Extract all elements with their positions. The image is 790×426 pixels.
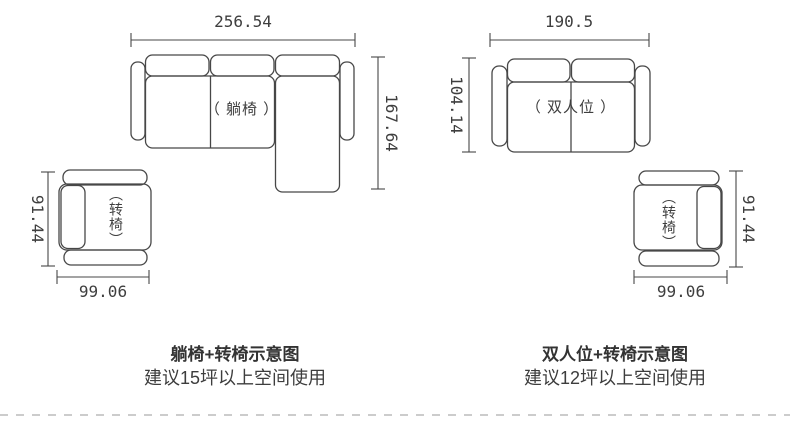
left-chair-depth-label: 91.44 [28,194,47,244]
left-sofa-outline [130,54,355,193]
left-sofa-width-dimension [130,33,356,47]
right-caption-title: 双人位+转椅示意图 [542,345,688,364]
left-sofa-width-label: 256.54 [214,12,272,31]
right-caption-subtitle: 建议12坪以上空间使用 [523,368,707,388]
left-chair-depth-dimension [41,171,55,267]
right-chair-outline [633,170,723,267]
left-chair-width-dimension [56,270,150,284]
right-sofa-width-dimension [489,33,650,47]
right-chair-depth-dimension [729,170,743,268]
right-chair-label: （转椅） [661,190,677,250]
left-chair-width-label: 99.06 [78,282,128,301]
left-caption-title: 躺椅+转椅示意图 [170,345,300,364]
right-sofa-depth-dimension [462,57,476,153]
left-sofa-depth-label: 167.64 [382,94,401,152]
left-chair-label: （转椅） [108,187,124,247]
right-sofa-width-label: 190.5 [544,12,594,31]
left-sofa-depth-dimension [371,56,385,190]
dashed-divider [0,414,790,416]
left-sofa-seat-label: （ 躺椅 ） [204,101,280,118]
right-chair-width-dimension [633,270,728,284]
left-caption: 躺椅+转椅示意图 建议15坪以上空间使用 [85,343,385,391]
right-sofa-seat-label: （ 双人位 ） [525,99,617,116]
right-chair-width-label: 99.06 [656,282,706,301]
left-chair-outline [58,169,152,266]
right-caption: 双人位+转椅示意图 建议12坪以上空间使用 [465,343,765,391]
right-sofa-outline [491,58,651,153]
right-sofa-depth-label: 104.14 [447,76,466,134]
right-chair-depth-label: 91.44 [739,194,758,244]
left-caption-subtitle: 建议15坪以上空间使用 [143,368,327,388]
